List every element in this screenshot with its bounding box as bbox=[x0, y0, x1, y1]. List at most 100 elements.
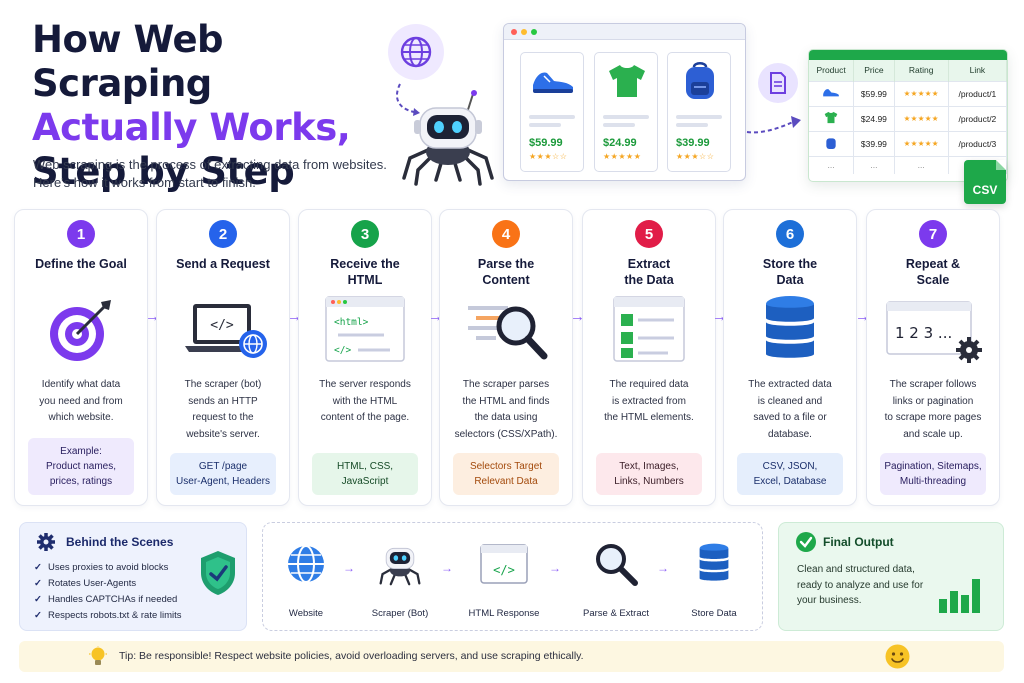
behind-title: Behind the Scenes bbox=[66, 535, 174, 549]
database-icon bbox=[669, 533, 759, 595]
step-title: Send a Request bbox=[176, 257, 270, 271]
step-number: 1 bbox=[67, 220, 95, 248]
step-card-3: 3 Receive the HTML <html></> The server … bbox=[298, 209, 432, 506]
product-rating: ★★★☆☆ bbox=[529, 152, 568, 161]
final-output-panel: Final Output Clean and structured data, … bbox=[778, 522, 1004, 631]
step-tag: Pagination, Sitemaps, Multi-threading bbox=[880, 453, 986, 495]
step-description: Identify what data you need and from whi… bbox=[39, 379, 123, 423]
page-subtitle: Web scraping is the process of extractin… bbox=[33, 157, 387, 190]
flow-label: Parse & Extract bbox=[583, 608, 649, 619]
flow-label: Scraper (Bot) bbox=[371, 608, 429, 619]
dashed-arrow-icon bbox=[396, 83, 420, 116]
step-card-1: 1 Define the Goal Identify what data you… bbox=[14, 209, 148, 506]
arrow-right-icon: → bbox=[441, 561, 453, 575]
table-row: $59.99 ★★★★★ /product/1 bbox=[809, 80, 1007, 106]
flow-label: Store Data bbox=[691, 608, 737, 619]
browser-titlebar bbox=[504, 24, 745, 40]
final-title: Final Output bbox=[823, 535, 894, 549]
cell-rating: ★★★★★ bbox=[894, 130, 949, 156]
lightbulb-icon bbox=[89, 646, 107, 665]
backpack-icon bbox=[809, 130, 855, 156]
process-flow: Website → Scraper (Bot) → </> HTML Respo… bbox=[262, 522, 763, 631]
final-description: Clean and structured data, ready to anal… bbox=[797, 564, 924, 606]
cell-rating: ★★★★★ bbox=[894, 105, 949, 131]
backpack-icon bbox=[668, 53, 732, 109]
flow-step-parse: Parse & Extract bbox=[571, 533, 661, 619]
column-header: Rating bbox=[894, 60, 949, 81]
list-item: ✓Uses proxies to avoid blocks bbox=[34, 562, 169, 573]
cell-rating: ★★★★★ bbox=[894, 80, 949, 106]
cell-price: $24.99 bbox=[853, 105, 895, 131]
step-number: 7 bbox=[919, 220, 947, 248]
arrow-right-icon: → bbox=[570, 308, 585, 325]
arrow-right-icon: → bbox=[343, 561, 355, 575]
sneaker-icon bbox=[809, 80, 855, 106]
page-title: How Web Scraping Actually Works, Step by… bbox=[32, 18, 392, 194]
flow-label: HTML Response bbox=[468, 608, 540, 619]
step-title: Repeat & Scale bbox=[905, 257, 961, 287]
product-rating: ★★★★★ bbox=[603, 152, 642, 161]
smiley-icon bbox=[885, 644, 910, 669]
sneaker-icon bbox=[521, 53, 585, 109]
step-tag: Example: Product names, prices, ratings bbox=[28, 438, 134, 495]
step-card-5: 5 Extract the Data The required data is … bbox=[582, 209, 716, 506]
step-description: The scraper (bot) sends an HTTP request … bbox=[184, 379, 262, 440]
spreadsheet: Product Price Rating Link $59.99 ★★★★★ /… bbox=[808, 49, 1008, 182]
flow-step-website: Website bbox=[261, 533, 351, 619]
step-number: 2 bbox=[209, 220, 237, 248]
flow-step-html-response: </> HTML Response bbox=[459, 533, 549, 619]
table-row: $39.99 ★★★★★ /product/3 bbox=[809, 130, 1007, 156]
flow-step-scraper: Scraper (Bot) bbox=[355, 533, 445, 619]
svg-text:1 2 3 ...: 1 2 3 ... bbox=[895, 324, 952, 342]
step-tag: GET /page User-Agent, Headers bbox=[170, 453, 276, 495]
cell-link: /product/1 bbox=[948, 80, 1007, 106]
step-description: The scraper follows links or pagination … bbox=[884, 379, 982, 440]
step-title: Parse the Content bbox=[477, 257, 535, 287]
product-price: $24.99 bbox=[603, 137, 637, 149]
step-title: Define the Goal bbox=[35, 257, 127, 271]
step-tag: Text, Images, Links, Numbers bbox=[596, 453, 702, 495]
csv-file-icon: CSV bbox=[964, 160, 1006, 204]
cell-price: $59.99 bbox=[853, 80, 895, 106]
step-description: The required data is extracted from the … bbox=[604, 379, 694, 423]
pagination-gear-icon: 1 2 3 ... bbox=[867, 290, 999, 370]
step-number: 5 bbox=[635, 220, 663, 248]
list-item: ✓Rotates User-Agents bbox=[34, 578, 137, 589]
cell-link: /product/3 bbox=[948, 130, 1007, 156]
robot-spider-icon bbox=[398, 88, 498, 193]
check-circle-icon bbox=[796, 532, 816, 552]
step-description: The server responds with the HTML conten… bbox=[319, 379, 411, 423]
title-line-1: How Web Scraping bbox=[32, 18, 224, 105]
svg-text:</>: </> bbox=[334, 345, 351, 356]
globe-icon bbox=[388, 24, 444, 80]
magnifier-icon bbox=[440, 290, 572, 370]
behind-list: ✓Uses proxies to avoid blocks ✓Rotates U… bbox=[34, 560, 182, 624]
tip-bar: Tip: Be responsible! Respect website pol… bbox=[19, 641, 1004, 672]
step-title: Extract the Data bbox=[624, 257, 674, 287]
product-rating: ★★★☆☆ bbox=[676, 152, 715, 161]
database-icon bbox=[724, 290, 856, 370]
svg-text:</>: </> bbox=[493, 563, 515, 577]
laptop-globe-icon: </> bbox=[157, 290, 289, 370]
product-card: $59.99 ★★★☆☆ bbox=[520, 52, 584, 172]
cell-price: $39.99 bbox=[853, 130, 895, 156]
list-item: ✓Respects robots.txt & rate limits bbox=[34, 610, 182, 621]
tip-text: Tip: Be responsible! Respect website pol… bbox=[119, 650, 584, 662]
gear-icon bbox=[37, 533, 55, 551]
globe-icon bbox=[261, 533, 351, 595]
arrow-right-icon: → bbox=[657, 561, 669, 575]
html-window-icon: </> bbox=[459, 533, 549, 595]
product-card: $39.99 ★★★☆☆ bbox=[667, 52, 731, 172]
arrow-right-icon: → bbox=[549, 561, 561, 575]
table-row: $24.99 ★★★★★ /product/2 bbox=[809, 105, 1007, 131]
product-price: $39.99 bbox=[676, 137, 710, 149]
step-description: The extracted data is cleaned and saved … bbox=[748, 379, 832, 440]
title-line-3: Step by Step bbox=[32, 150, 295, 193]
html-window-icon: <html></> bbox=[299, 290, 431, 370]
step-title: Store the Data bbox=[762, 257, 818, 287]
robot-spider-icon bbox=[355, 533, 445, 595]
step-number: 6 bbox=[776, 220, 804, 248]
extract-window-icon bbox=[583, 290, 715, 370]
bar-chart-icon bbox=[939, 579, 980, 613]
step-number: 3 bbox=[351, 220, 379, 248]
